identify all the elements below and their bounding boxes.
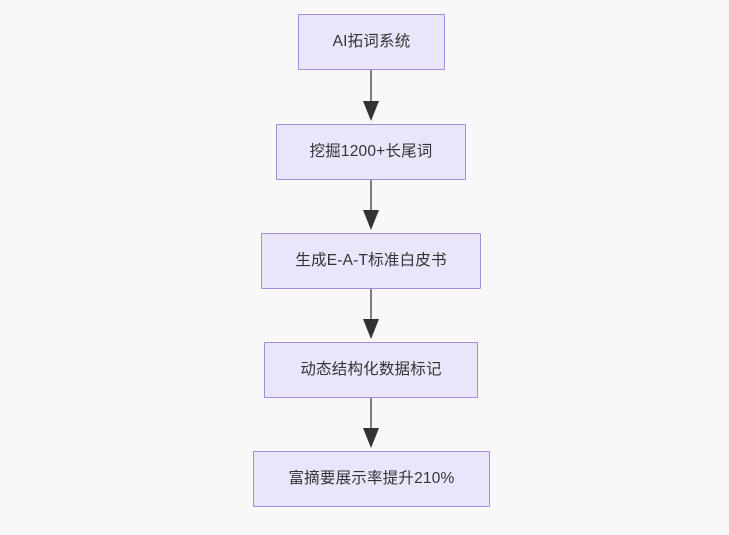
flow-node-label: 生成E-A-T标准白皮书 [295, 251, 447, 269]
flow-node-label: 挖掘1200+长尾词 [309, 142, 433, 160]
flow-node-generate-eat-whitepaper[interactable]: 生成E-A-T标准白皮书 [261, 233, 481, 289]
flow-node-label: AI拓词系统 [332, 32, 411, 50]
flow-node-dynamic-structured-data-markup[interactable]: 动态结构化数据标记 [264, 342, 478, 398]
flow-node-label: 动态结构化数据标记 [300, 360, 442, 378]
flow-node-rich-snippet-rate-increase[interactable]: 富摘要展示率提升210% [253, 451, 490, 507]
flow-node-label: 富摘要展示率提升210% [288, 469, 455, 487]
flow-node-ai-keyword-system[interactable]: AI拓词系统 [298, 14, 445, 70]
flow-node-mine-longtail-keywords[interactable]: 挖掘1200+长尾词 [276, 124, 466, 180]
